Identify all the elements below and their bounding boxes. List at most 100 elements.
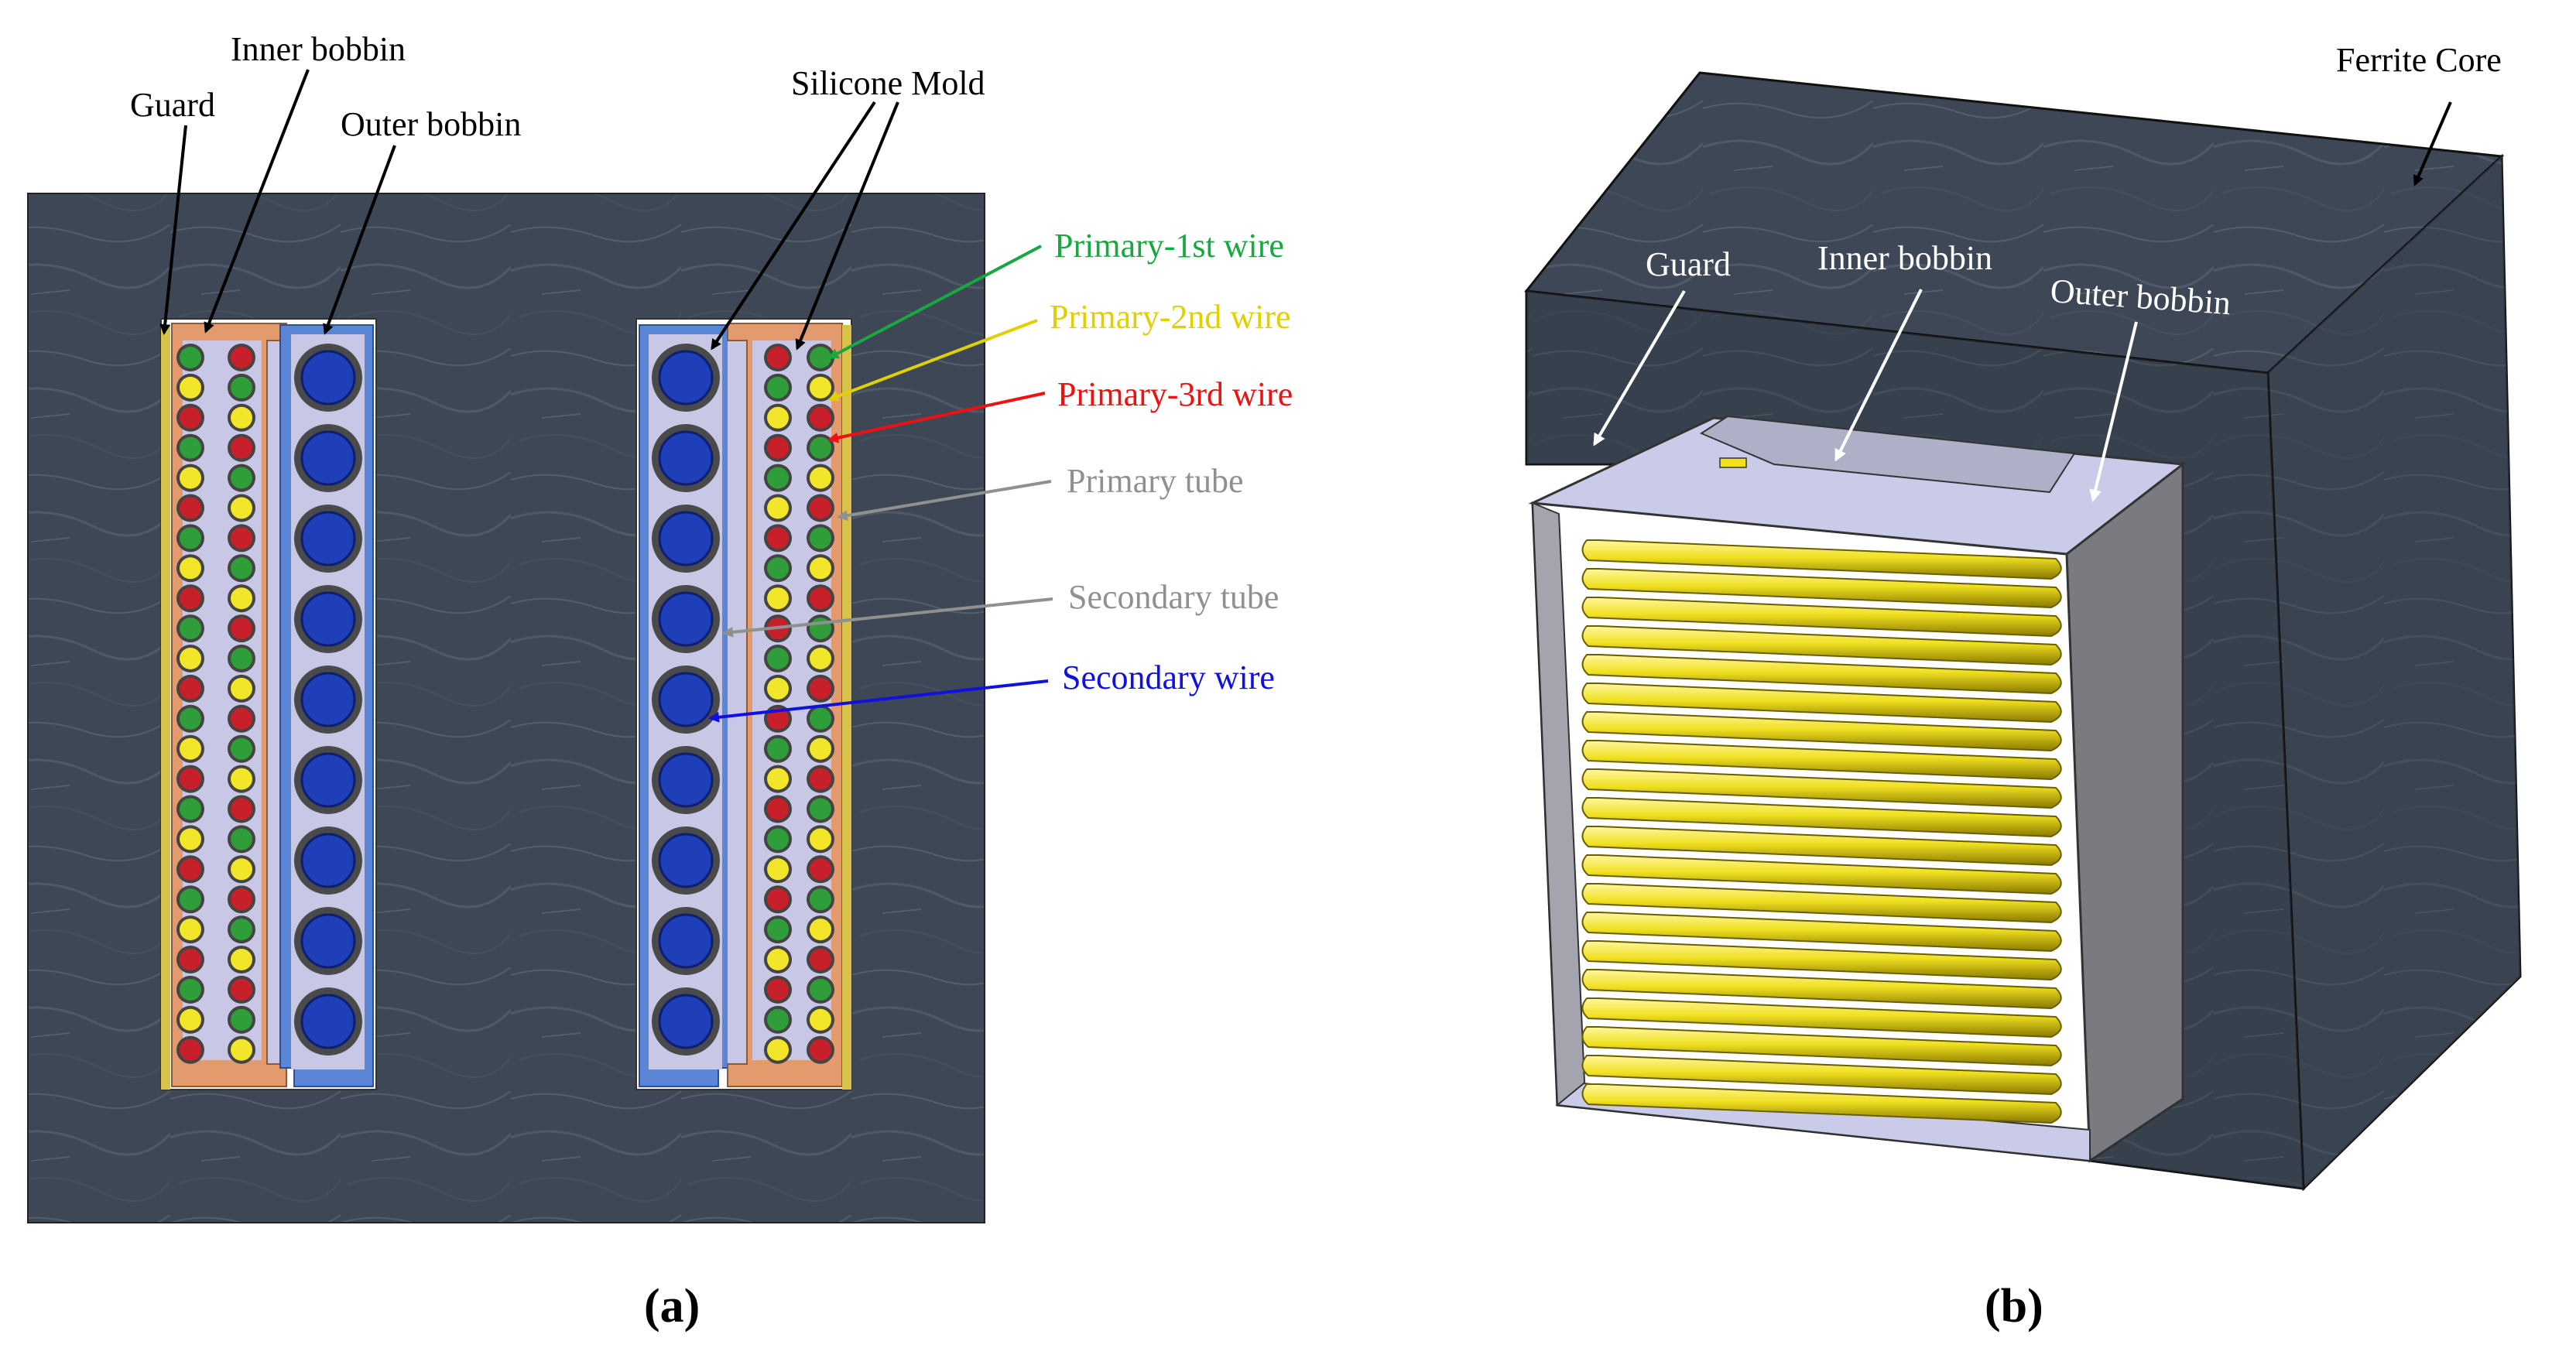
arrow-secondary-tube [722, 597, 1053, 638]
caption-b: (b) [1985, 1280, 2043, 1333]
primary-wire [810, 737, 831, 760]
arrow-silicone-mold-2 [795, 101, 899, 351]
primary-wire [180, 376, 201, 399]
primary-wire [231, 376, 252, 399]
primary-wire [810, 768, 831, 790]
primary-wire [810, 1038, 831, 1061]
primary-wire [180, 347, 201, 368]
primary-wire [810, 587, 831, 610]
primary-wire [180, 587, 201, 610]
primary-wire [231, 527, 252, 549]
primary-wire [810, 376, 831, 399]
primary-wire [180, 618, 201, 640]
primary-wire [180, 919, 201, 941]
arrow-ferrite-core [2413, 101, 2452, 186]
arrow-primary-tube [837, 480, 1052, 522]
label-primary-3rd-wire: Primary-3rd wire [1057, 375, 1293, 413]
primary-wire [231, 798, 252, 820]
secondary-wire [658, 511, 714, 566]
primary-wire [231, 467, 252, 489]
secondary-wire [300, 350, 356, 405]
label-primary-2nd-wire: Primary-2nd wire [1050, 298, 1291, 336]
coil-turn [1581, 1026, 2062, 1067]
primary-wires-left [176, 344, 255, 1064]
primary-wire [231, 858, 252, 881]
primary-wire [767, 406, 789, 429]
primary-wire [231, 497, 252, 519]
secondary-wire [658, 672, 714, 727]
arrow-outer-bobbin-a [323, 145, 396, 335]
primary-wire [767, 1038, 789, 1061]
secondary-wire [658, 430, 714, 486]
right-winding-window [635, 318, 852, 1090]
coil-turn [1581, 539, 2062, 580]
coil-turn [1581, 969, 2062, 1010]
guard [161, 325, 170, 1090]
primary-wire [231, 1008, 252, 1031]
primary-wire [231, 888, 252, 911]
coil-turn [1581, 654, 2062, 695]
caption-a: (a) [644, 1280, 700, 1333]
primary-wire [231, 406, 252, 429]
primary-wire [767, 527, 789, 549]
primary-wire [767, 557, 789, 580]
primary-wire [231, 347, 252, 368]
coil-turn [1581, 940, 2062, 981]
primary-wire [767, 737, 789, 760]
primary-coil-turns [1581, 539, 2062, 1124]
primary-wire [180, 858, 201, 881]
secondary-wire [300, 591, 356, 647]
secondary-wire [658, 913, 714, 969]
primary-wire [180, 828, 201, 850]
coil-turn [1581, 997, 2062, 1038]
label-primary-1st-wire: Primary-1st wire [1054, 227, 1284, 265]
secondary-wire [300, 511, 356, 566]
primary-wire [767, 648, 789, 669]
primary-wire [180, 557, 201, 580]
secondary-wire [300, 994, 356, 1049]
primary-wire [767, 376, 789, 399]
secondary-wires-left [294, 344, 362, 1056]
label-ferrite-core: Ferrite Core [2336, 41, 2502, 79]
secondary-wire [658, 994, 714, 1049]
arrow-primary-3rd-wire [827, 392, 1046, 443]
primary-wire [180, 648, 201, 669]
primary-wire [180, 978, 201, 1001]
primary-wire [810, 406, 831, 429]
guard [842, 325, 851, 1090]
primary-wire [810, 798, 831, 820]
label-guard-a: Guard [130, 86, 215, 124]
primary-wire [810, 978, 831, 1001]
secondary-wire [658, 591, 714, 647]
ferrite-core-right-face-texture [2268, 156, 2520, 1189]
primary-wire [810, 648, 831, 669]
label-secondary-wire: Secondary wire [1062, 659, 1275, 696]
primary-wire [810, 949, 831, 970]
secondary-wire [658, 350, 714, 405]
arrow-guard-b [1593, 289, 1686, 447]
primary-wire [810, 828, 831, 850]
panel-a: Inner bobbin Guard Outer bobbin Silicone… [27, 30, 1293, 1333]
primary-wire [231, 737, 252, 760]
primary-wire [810, 436, 831, 459]
primary-wire [231, 978, 252, 1001]
coil-turn [1581, 1055, 2062, 1096]
primary-wire [767, 798, 789, 820]
coil-turn [1581, 711, 2062, 752]
primary-wire [180, 707, 201, 730]
primary-wire [767, 1008, 789, 1031]
coil-turn [1581, 854, 2062, 895]
arrow-inner-bobbin-a [204, 69, 310, 334]
primary-wire [180, 798, 201, 820]
arrow-guard-a [159, 125, 187, 335]
left-winding-window [160, 318, 377, 1090]
secondary-wire [300, 913, 356, 969]
label-inner-bobbin-b: Inner bobbin [1817, 239, 1992, 277]
primary-wire [180, 737, 201, 760]
primary-wire [810, 497, 831, 519]
primary-wire [180, 406, 201, 429]
coil-turn [1581, 912, 2062, 953]
primary-wire [231, 919, 252, 941]
label-primary-tube: Primary tube [1067, 462, 1244, 500]
label-silicone-mold: Silicone Mold [791, 64, 985, 102]
